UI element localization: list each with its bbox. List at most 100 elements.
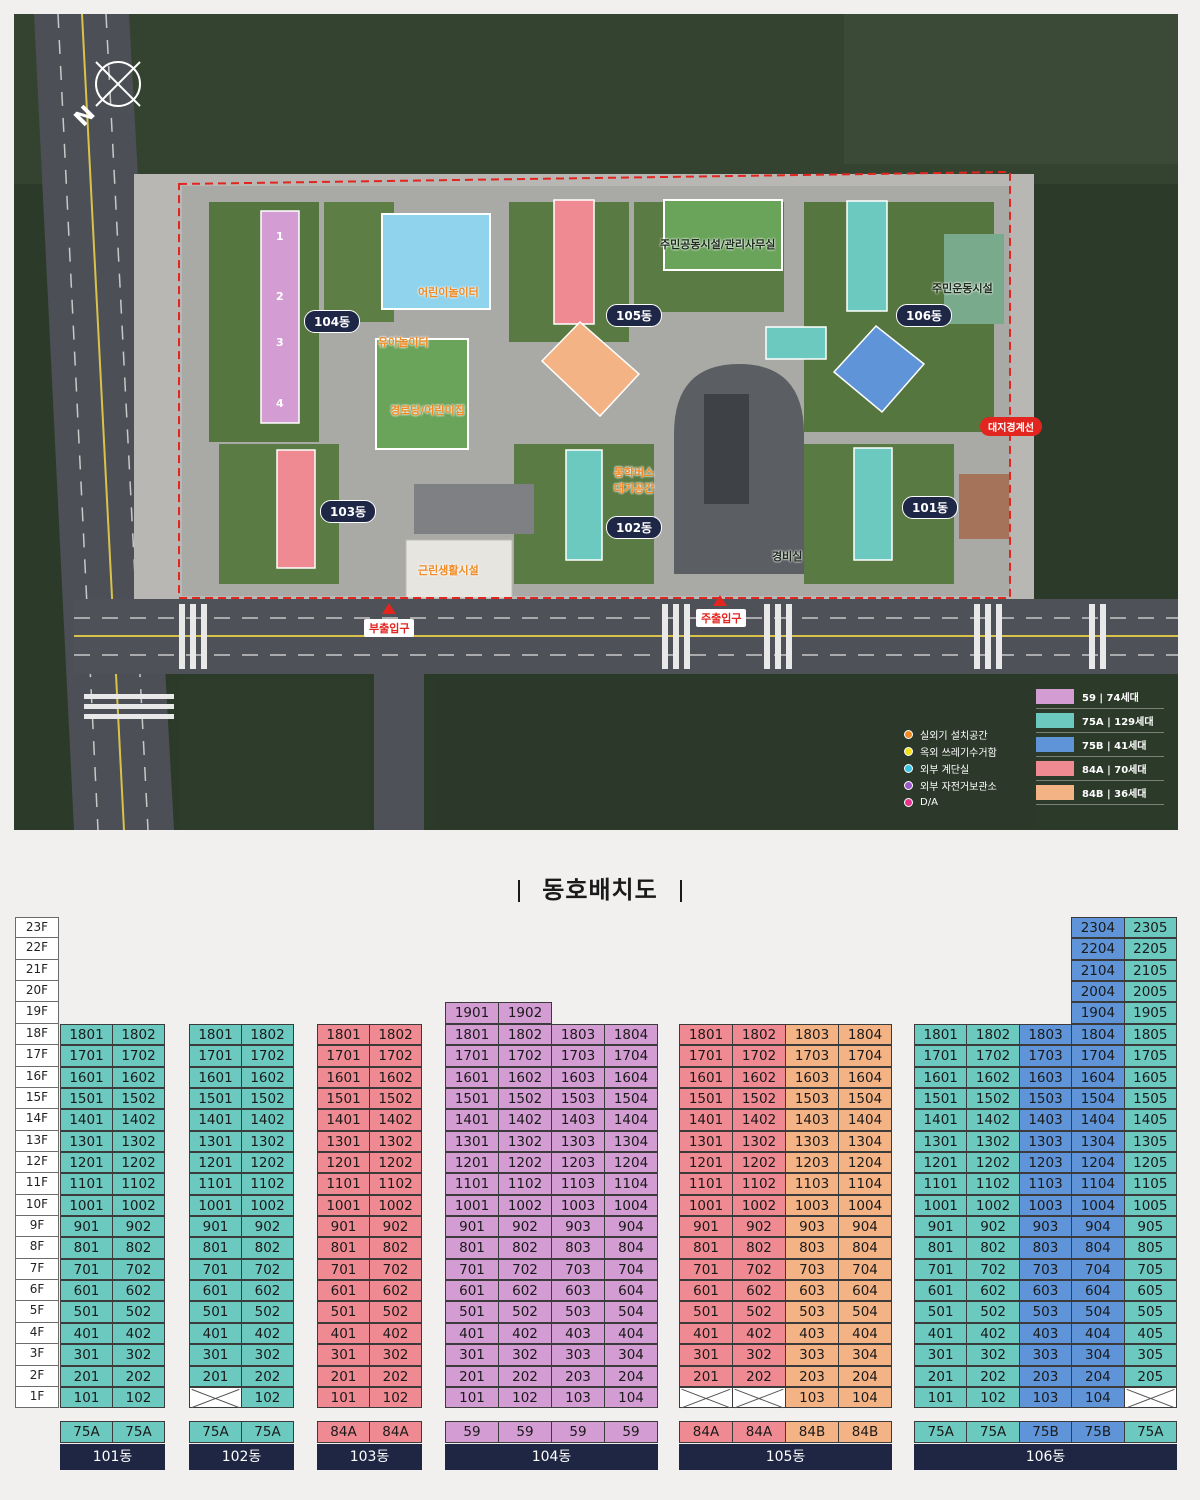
unit-cell: 1501 <box>189 1087 242 1110</box>
unit-cell: 1505 <box>1123 1087 1177 1110</box>
unit-cell: 1503 <box>551 1087 605 1110</box>
unit-cell: 701 <box>445 1258 499 1281</box>
unit-cell: 1704 <box>1071 1045 1125 1067</box>
unit-cell: 902 <box>732 1216 786 1238</box>
floor-label: 21F <box>15 959 59 982</box>
unit-cell: 1001 <box>189 1194 242 1217</box>
unit-cell: 1002 <box>966 1194 1020 1217</box>
building-tag-105[interactable]: 105동 <box>606 304 663 327</box>
legend-dot-icon <box>904 730 913 739</box>
floor-label: 20F <box>15 981 59 1003</box>
unit-cell: 704 <box>838 1258 892 1281</box>
core-number: 2 <box>276 290 284 303</box>
unit-cell: 1301 <box>317 1130 370 1152</box>
unit-cell: 102 <box>112 1386 165 1409</box>
boundary-line-tag: 대지경계선 <box>980 417 1042 436</box>
unit-type-cell: 75A <box>112 1421 165 1443</box>
unit-cell: 501 <box>189 1301 242 1323</box>
building-tag-106[interactable]: 106동 <box>896 304 953 327</box>
unit-cell: 502 <box>498 1301 552 1323</box>
unit-cell: 102 <box>966 1386 1020 1409</box>
unit-cell: 402 <box>369 1322 422 1345</box>
legend-type-row: 75B | 41세대 <box>1036 733 1164 757</box>
unit-cell: 1601 <box>679 1066 733 1088</box>
unit-cell: 803 <box>1018 1237 1073 1259</box>
unit-cell: 1001 <box>445 1194 499 1217</box>
unit-cell: 1101 <box>189 1173 242 1195</box>
unit-type-cell: 59 <box>604 1421 658 1443</box>
unit-cell: 1602 <box>112 1066 165 1088</box>
unit-cell: 201 <box>317 1365 370 1387</box>
unit-cell: 802 <box>369 1237 422 1259</box>
unit-cell: 1203 <box>1018 1151 1073 1174</box>
unit-cell: 402 <box>241 1322 294 1345</box>
unit-cell: 302 <box>966 1344 1020 1366</box>
unit-type-cell: 84A <box>679 1421 733 1443</box>
unit-cell: 1602 <box>369 1066 422 1088</box>
unit-cell: 902 <box>241 1216 294 1238</box>
unit-type-cell: 84A <box>732 1421 786 1443</box>
legend-type-label: 84B | 36세대 <box>1082 789 1147 800</box>
legend-icon-label: 외부 자전거보관소 <box>920 782 997 793</box>
unit-cell: 701 <box>317 1258 370 1281</box>
unit-cell: 1503 <box>1018 1087 1073 1110</box>
legend-icon-row: 옥외 쓰레기수거함 <box>904 743 997 760</box>
unit-cell: 702 <box>369 1258 422 1281</box>
unit-cell: 702 <box>112 1258 165 1281</box>
building-tag-104[interactable]: 104동 <box>304 310 361 333</box>
building-tag-103[interactable]: 103동 <box>320 500 377 523</box>
unit-cell: 1301 <box>914 1130 968 1152</box>
unit-cell: 1902 <box>498 1002 552 1024</box>
floor-label: 12F <box>15 1151 59 1174</box>
unit-cell: 504 <box>604 1301 658 1323</box>
unit-cell: 804 <box>1071 1237 1125 1259</box>
unit-cell: 1404 <box>604 1109 658 1131</box>
unit-cell: 1502 <box>732 1087 786 1110</box>
unit-cell: 1801 <box>189 1023 242 1046</box>
legend-icon-row: D/A <box>904 794 997 811</box>
unit-type-cell: 59 <box>551 1421 605 1443</box>
unit-cell: 102 <box>241 1386 294 1409</box>
unit-cell: 602 <box>498 1280 552 1302</box>
unit-cell: 602 <box>112 1280 165 1302</box>
main-entry-label: 주출입구 <box>696 609 747 627</box>
unit-cell: 1801 <box>60 1023 113 1046</box>
unit-cell: 1701 <box>317 1045 370 1067</box>
floor-label: 11F <box>15 1173 59 1195</box>
unit-cell: 603 <box>1018 1280 1073 1302</box>
unit-cell: 1401 <box>317 1109 370 1131</box>
unit-cell: 1603 <box>785 1066 839 1088</box>
unit-cell: 1502 <box>369 1087 422 1110</box>
unit-cell: 502 <box>369 1301 422 1323</box>
unit-cell: 1805 <box>1123 1023 1177 1046</box>
unit-cell: 1201 <box>445 1151 499 1174</box>
legend-dot-icon <box>904 798 913 807</box>
unit-cell: 405 <box>1123 1322 1177 1345</box>
unit-cell: 602 <box>241 1280 294 1302</box>
unit-cell: 801 <box>317 1237 370 1259</box>
unit-cell: 1401 <box>189 1109 242 1131</box>
unit-cell: 1401 <box>60 1109 113 1131</box>
unit-cell: 201 <box>679 1365 733 1387</box>
unit-cell: 1801 <box>445 1023 499 1046</box>
building-tag-102[interactable]: 102동 <box>606 516 663 539</box>
unit-cell: 101 <box>317 1386 370 1409</box>
legend-icon-label: 옥외 쓰레기수거함 <box>920 748 997 759</box>
building-tag-101[interactable]: 101동 <box>902 496 959 519</box>
legend-type-swatch <box>1036 737 1074 752</box>
unit-cell: 1802 <box>112 1023 165 1046</box>
unit-cell: 1304 <box>1071 1130 1125 1152</box>
unit-cell: 201 <box>60 1365 113 1387</box>
unit-cell: 1201 <box>317 1151 370 1174</box>
unit-cell: 202 <box>498 1365 552 1387</box>
sub-entry-arrow <box>382 603 396 614</box>
unit-cell: 103 <box>1018 1386 1073 1409</box>
unit-cell: 1001 <box>914 1194 968 1217</box>
unit-cell: 104 <box>838 1386 892 1409</box>
unit-cell: 802 <box>241 1237 294 1259</box>
unit-cell: 1702 <box>369 1045 422 1067</box>
unit-cell: 1002 <box>732 1194 786 1217</box>
unit-cell: 1601 <box>445 1066 499 1088</box>
